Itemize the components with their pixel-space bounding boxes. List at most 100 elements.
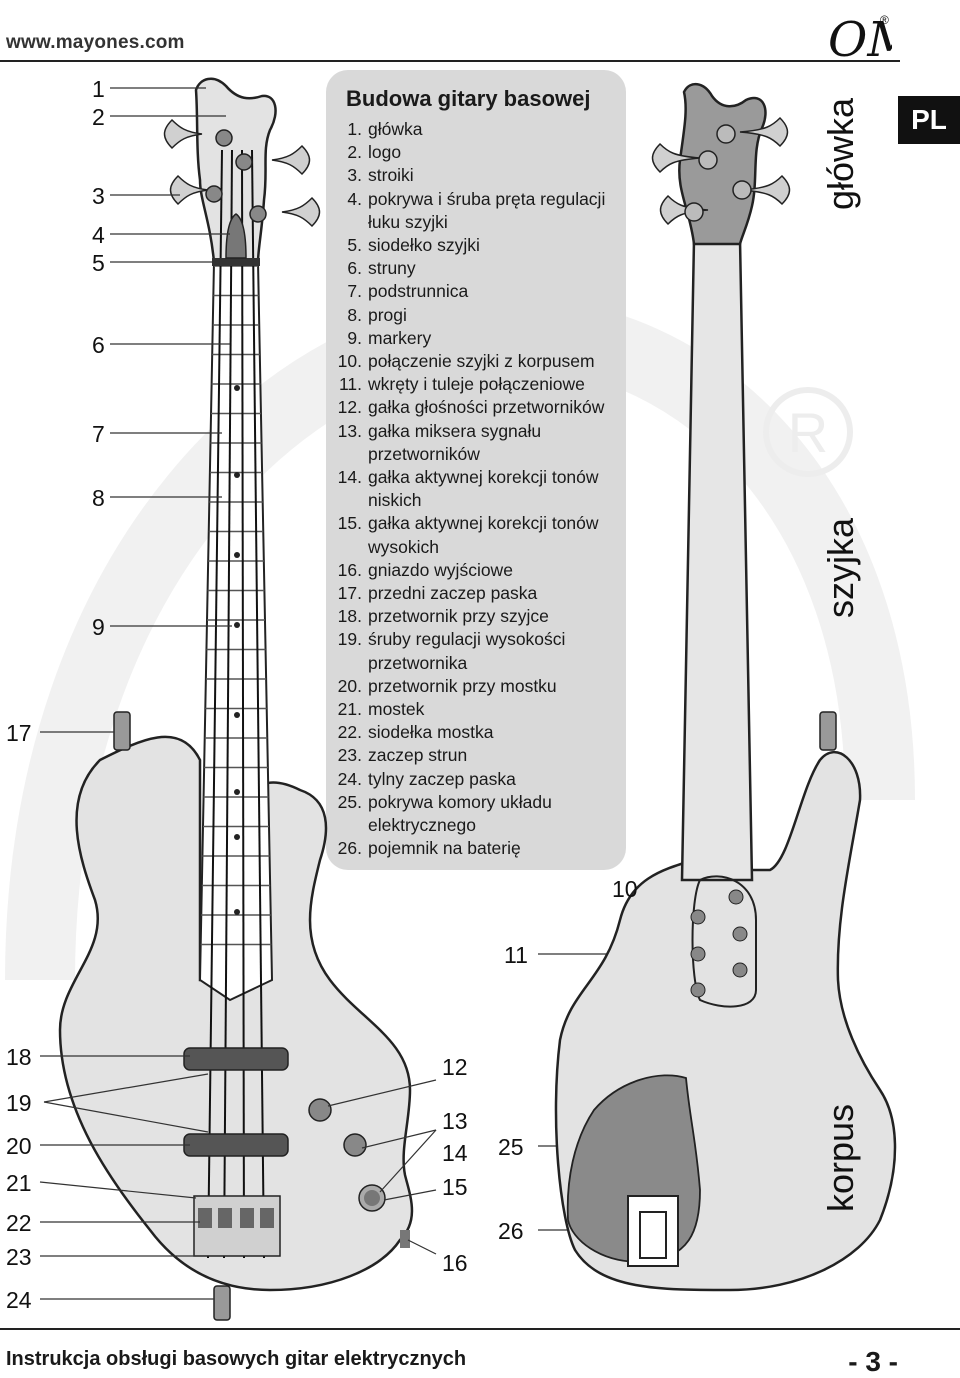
legend-panel [326, 70, 626, 870]
legend-title: Budowa gitary basowej [346, 86, 591, 111]
legend-item-label: siodełka mostka [368, 722, 494, 743]
legend-item-number: 13. [337, 420, 362, 441]
section-label-head: główka [820, 97, 861, 210]
legend-item-label: logo [368, 142, 402, 163]
legend-item-label: tylny zaczep paska [368, 768, 516, 789]
language-badge: PL [898, 96, 960, 144]
legend-item-label: gniazdo wyjściowe [368, 559, 513, 580]
header-rule [0, 60, 900, 62]
callout-5: 5 [92, 250, 105, 276]
legend-item-label: gałka miksera sygnału przetworników [368, 420, 542, 464]
brand-logo: OM ® [828, 12, 892, 62]
fret-marker [234, 472, 240, 478]
legend-item-label: stroiki [368, 165, 414, 186]
legend-item: 16.gniazdo wyjściowe [332, 559, 618, 582]
legend-item-number: 10. [337, 351, 362, 372]
legend-item-label: zaczep strun [368, 745, 468, 766]
legend-item: 15. gałka aktywnej korekcji tonów wysokic… [332, 512, 618, 558]
legend-item-label: pokrywa komory układu elektrycznego [368, 791, 552, 836]
front-pickups [183, 1047, 289, 1157]
callout-8: 8 [92, 485, 105, 511]
legend-item-label: główka [368, 119, 423, 139]
legend-item-number: 26. [337, 838, 362, 859]
legend-item: 8.progi [332, 304, 618, 327]
tuner-key [651, 142, 701, 174]
callout-15: 15 [442, 1174, 468, 1200]
legend-item: 18.przetwornik przy szyjce [332, 605, 618, 628]
legend-item: 17.przedni zaczep paska [332, 582, 618, 605]
volume-knob [308, 1098, 332, 1122]
neck-joint-plate [690, 875, 757, 1008]
legend-item: 20.przetwornik przy mostku [332, 675, 618, 698]
footer-title: Instrukcja obsługi basowych gitar elektr… [6, 1348, 467, 1370]
fret-marker [234, 552, 240, 558]
legend-item: 22.siodełka mostka [332, 721, 618, 744]
back-strap-button [819, 711, 837, 751]
legend-item: 5.siodełko szyjki [332, 234, 618, 257]
tuner-post [205, 185, 223, 203]
legend-item-label: podstrunnica [368, 281, 469, 302]
callout-7: 7 [92, 421, 105, 447]
callout-21: 21 [6, 1170, 32, 1196]
legend-item: 9.markery [332, 327, 618, 350]
callout-3: 3 [92, 183, 105, 209]
neck-pickup [183, 1047, 289, 1071]
legend-item-label: pokrywa i śruba pręta regulacji łuku szy… [368, 188, 606, 232]
section-label-neck: szyjka [820, 517, 861, 618]
front-bridge [193, 1195, 281, 1257]
callout-18: 18 [6, 1044, 32, 1070]
tuner-key [163, 118, 203, 150]
legend-item: 21.mostek [332, 698, 618, 721]
legend-item-number: 8. [347, 304, 362, 325]
callout-25: 25 [498, 1134, 524, 1160]
legend-item-number: 11. [338, 374, 362, 395]
legend-item-label: połączenie szyjki z korpusem [368, 351, 595, 372]
legend-item-number: 15. [337, 513, 362, 534]
front-markers [234, 385, 240, 915]
fret-marker [234, 622, 240, 628]
callout-22: 22 [6, 1210, 32, 1236]
legend-item-label: mostek [368, 699, 425, 720]
legend-item-label: gałka aktywnej korekcji tonów wysokich [368, 513, 599, 557]
legend-item-number: 9. [347, 327, 362, 348]
callout-20: 20 [6, 1133, 32, 1159]
legend-item-label: siodełko szyjki [368, 235, 480, 256]
callout-12: 12 [442, 1054, 468, 1080]
legend-item-label: struny [368, 258, 416, 279]
fret-marker [234, 834, 240, 840]
legend-item: 3. stroiki [332, 164, 618, 187]
fret-marker [234, 385, 240, 391]
legend-item: 1.główka [332, 118, 618, 141]
callout-24: 24 [6, 1287, 32, 1313]
callout-6: 6 [92, 332, 105, 358]
tuner-key [739, 116, 789, 148]
legend-item: 25.pokrywa komory układu elektrycznego [332, 791, 618, 837]
legend-item-number: 4. [347, 188, 362, 209]
tuner-gear [732, 180, 752, 200]
legend-item-number: 3. [347, 165, 362, 186]
callout-11: 11 [504, 942, 528, 968]
legend-item: 13. gałka miksera sygnału przetworników [332, 420, 618, 466]
front-nut [212, 258, 260, 266]
callout-14: 14 [442, 1140, 468, 1166]
truss-rod-cover [225, 213, 247, 259]
callout-4: 4 [92, 222, 105, 248]
string [241, 149, 245, 1259]
tuner-key [741, 174, 791, 206]
legend-item: 24.tylny zaczep paska [332, 768, 618, 791]
legend-item: 4. pokrywa i śruba pręta regulacji łuku s… [332, 188, 618, 234]
front-body [58, 735, 414, 1292]
front-knobs [308, 1098, 386, 1212]
legend-item-label: śruby regulacji wysokości przetwornika [368, 629, 566, 673]
legend-item-number: 17. [337, 583, 362, 604]
tuner-key [659, 194, 709, 226]
callout-9: 9 [92, 614, 105, 640]
callout-2: 2 [92, 104, 105, 130]
callout-10: 10 [612, 876, 638, 902]
callout-23: 23 [6, 1244, 32, 1270]
website-url[interactable]: www.mayones.com [6, 32, 185, 53]
